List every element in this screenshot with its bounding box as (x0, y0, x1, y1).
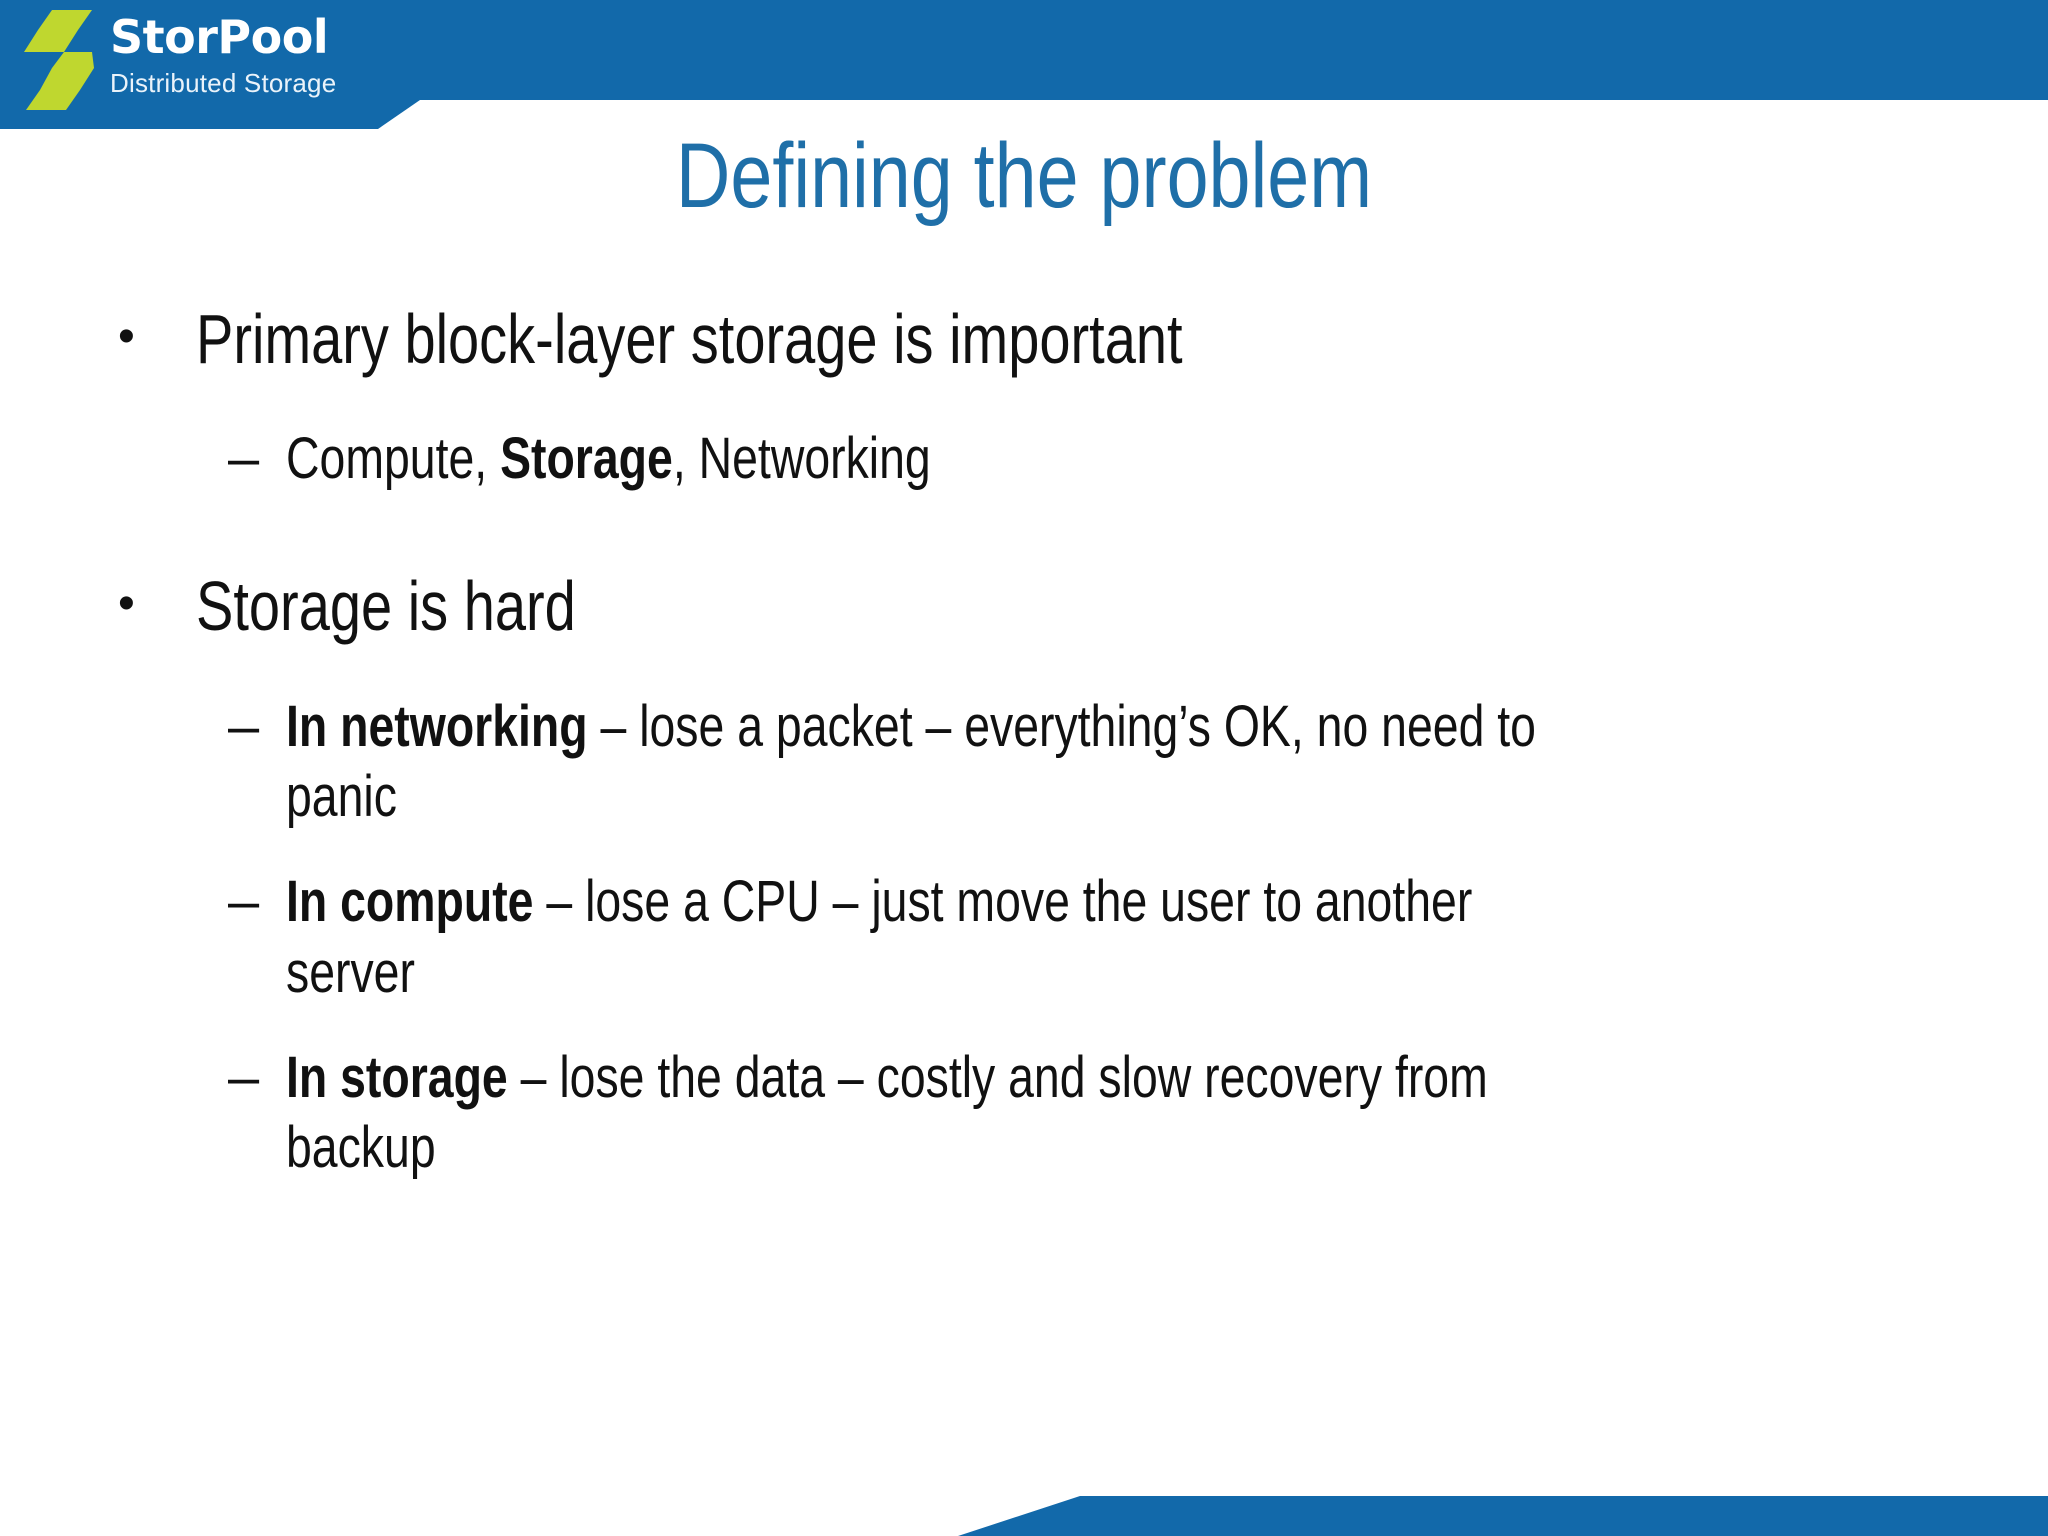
sub-bullet-marker-dash: – (228, 1044, 260, 1108)
sub-bullet-text: Compute, Storage, Networking (286, 426, 931, 492)
sub-bullet-compute-storage-networking: – Compute, Storage, Networking (228, 424, 1938, 495)
brand-name: StorPool (110, 10, 329, 64)
brand-tagline: Distributed Storage (110, 68, 337, 98)
sub-bullet-in-compute: – In compute – lose a CPU – just move th… (228, 867, 1938, 1009)
sub-bullet-marker-dash: – (228, 426, 260, 490)
sub-bullet-text: In compute – lose a CPU – just move the … (286, 869, 1473, 1005)
sub-bullet-in-storage: – In storage – lose the data – costly an… (228, 1043, 1938, 1185)
bullet-storage-is-hard: • Storage is hard (118, 567, 1968, 645)
bullet-text: Storage is hard (196, 567, 576, 646)
page-title: Defining the problem (675, 125, 1373, 227)
sub-bullet-text: In networking – lose a packet – everythi… (286, 693, 1536, 830)
brand-wordmark: StorPool Distributed Storage (110, 14, 410, 96)
bullet-text: Primary block-layer storage is important (196, 300, 1183, 378)
bullet-primary-block-layer-storage: • Primary block-layer storage is importa… (118, 300, 1968, 378)
bullet-marker-dot: • (118, 310, 135, 363)
slide-body: • Primary block-layer storage is importa… (0, 300, 2048, 1184)
storpool-s-logo-icon (24, 10, 94, 110)
sub-bullet-in-networking: – In networking – lose a packet – everyt… (228, 692, 1938, 834)
bullet-marker-dot: • (118, 577, 135, 631)
footer-accent-shape (958, 1496, 2048, 1536)
sub-bullet-marker-dash: – (228, 693, 260, 757)
footer-band (0, 1496, 2048, 1536)
sub-bullet-text: In storage – lose the data – costly and … (286, 1044, 1488, 1181)
sub-bullet-marker-dash: – (228, 869, 260, 933)
brand-logo-plate: StorPool Distributed Storage (0, 0, 420, 129)
